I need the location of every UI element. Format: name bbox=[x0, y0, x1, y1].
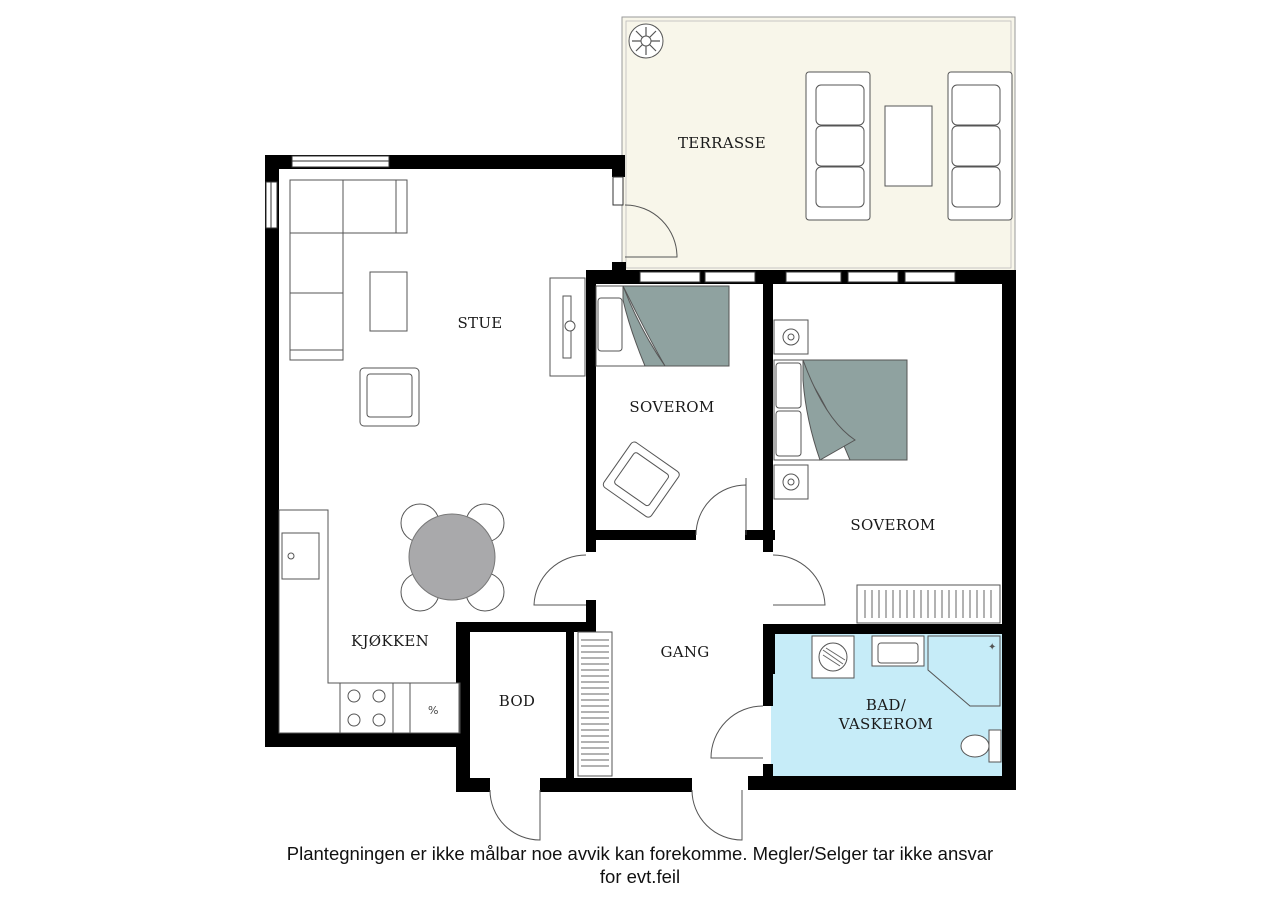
cooktop bbox=[339, 682, 394, 734]
terrace-table bbox=[884, 105, 933, 187]
double-bed bbox=[773, 359, 908, 461]
coffee-table bbox=[369, 271, 408, 332]
disclaimer: Plantegningen er ikke målbar noe avvik k… bbox=[0, 842, 1280, 888]
svg-text:✦: ✦ bbox=[988, 642, 996, 653]
sink bbox=[871, 635, 925, 667]
label-soverom-large: SOVEROM bbox=[850, 516, 935, 534]
dining-table bbox=[408, 513, 496, 601]
hallway-rack bbox=[577, 631, 613, 777]
toilet bbox=[960, 729, 1002, 763]
tv-bench bbox=[549, 277, 586, 377]
radiator-bedroom bbox=[856, 584, 1001, 624]
label-stue: STUE bbox=[457, 314, 502, 332]
nightstand-top bbox=[773, 319, 809, 355]
label-vaskerom: VASKEROM bbox=[838, 715, 933, 733]
single-bed bbox=[595, 285, 730, 367]
nightstand-bottom bbox=[773, 464, 809, 500]
armchair bbox=[359, 367, 420, 427]
shower: ✦ bbox=[927, 635, 1001, 707]
corner-sofa bbox=[289, 179, 408, 361]
windows bbox=[265, 155, 956, 283]
disclaimer-line-2: for evt.feil bbox=[599, 866, 681, 887]
plant-icon bbox=[628, 23, 664, 59]
bedroom-chair bbox=[602, 441, 680, 518]
label-terrasse: TERRASSE bbox=[678, 134, 766, 152]
terrace-area bbox=[621, 16, 1016, 273]
label-gang: GANG bbox=[660, 643, 709, 661]
terrace-sofa-right bbox=[947, 71, 1013, 221]
kitchen-counter: % bbox=[278, 509, 461, 734]
label-kjokken: KJØKKEN bbox=[351, 632, 429, 650]
terrace-sofa-left bbox=[805, 71, 871, 221]
dining-set bbox=[400, 503, 505, 612]
washing-machine bbox=[811, 635, 855, 679]
label-bod: BOD bbox=[499, 692, 536, 710]
label-soverom-small: SOVEROM bbox=[629, 398, 714, 416]
svg-text:%: % bbox=[428, 704, 438, 717]
disclaimer-line-1: Plantegningen er ikke målbar noe avvik k… bbox=[286, 843, 994, 864]
label-bad: BAD/ bbox=[866, 696, 907, 714]
doors bbox=[489, 204, 826, 841]
